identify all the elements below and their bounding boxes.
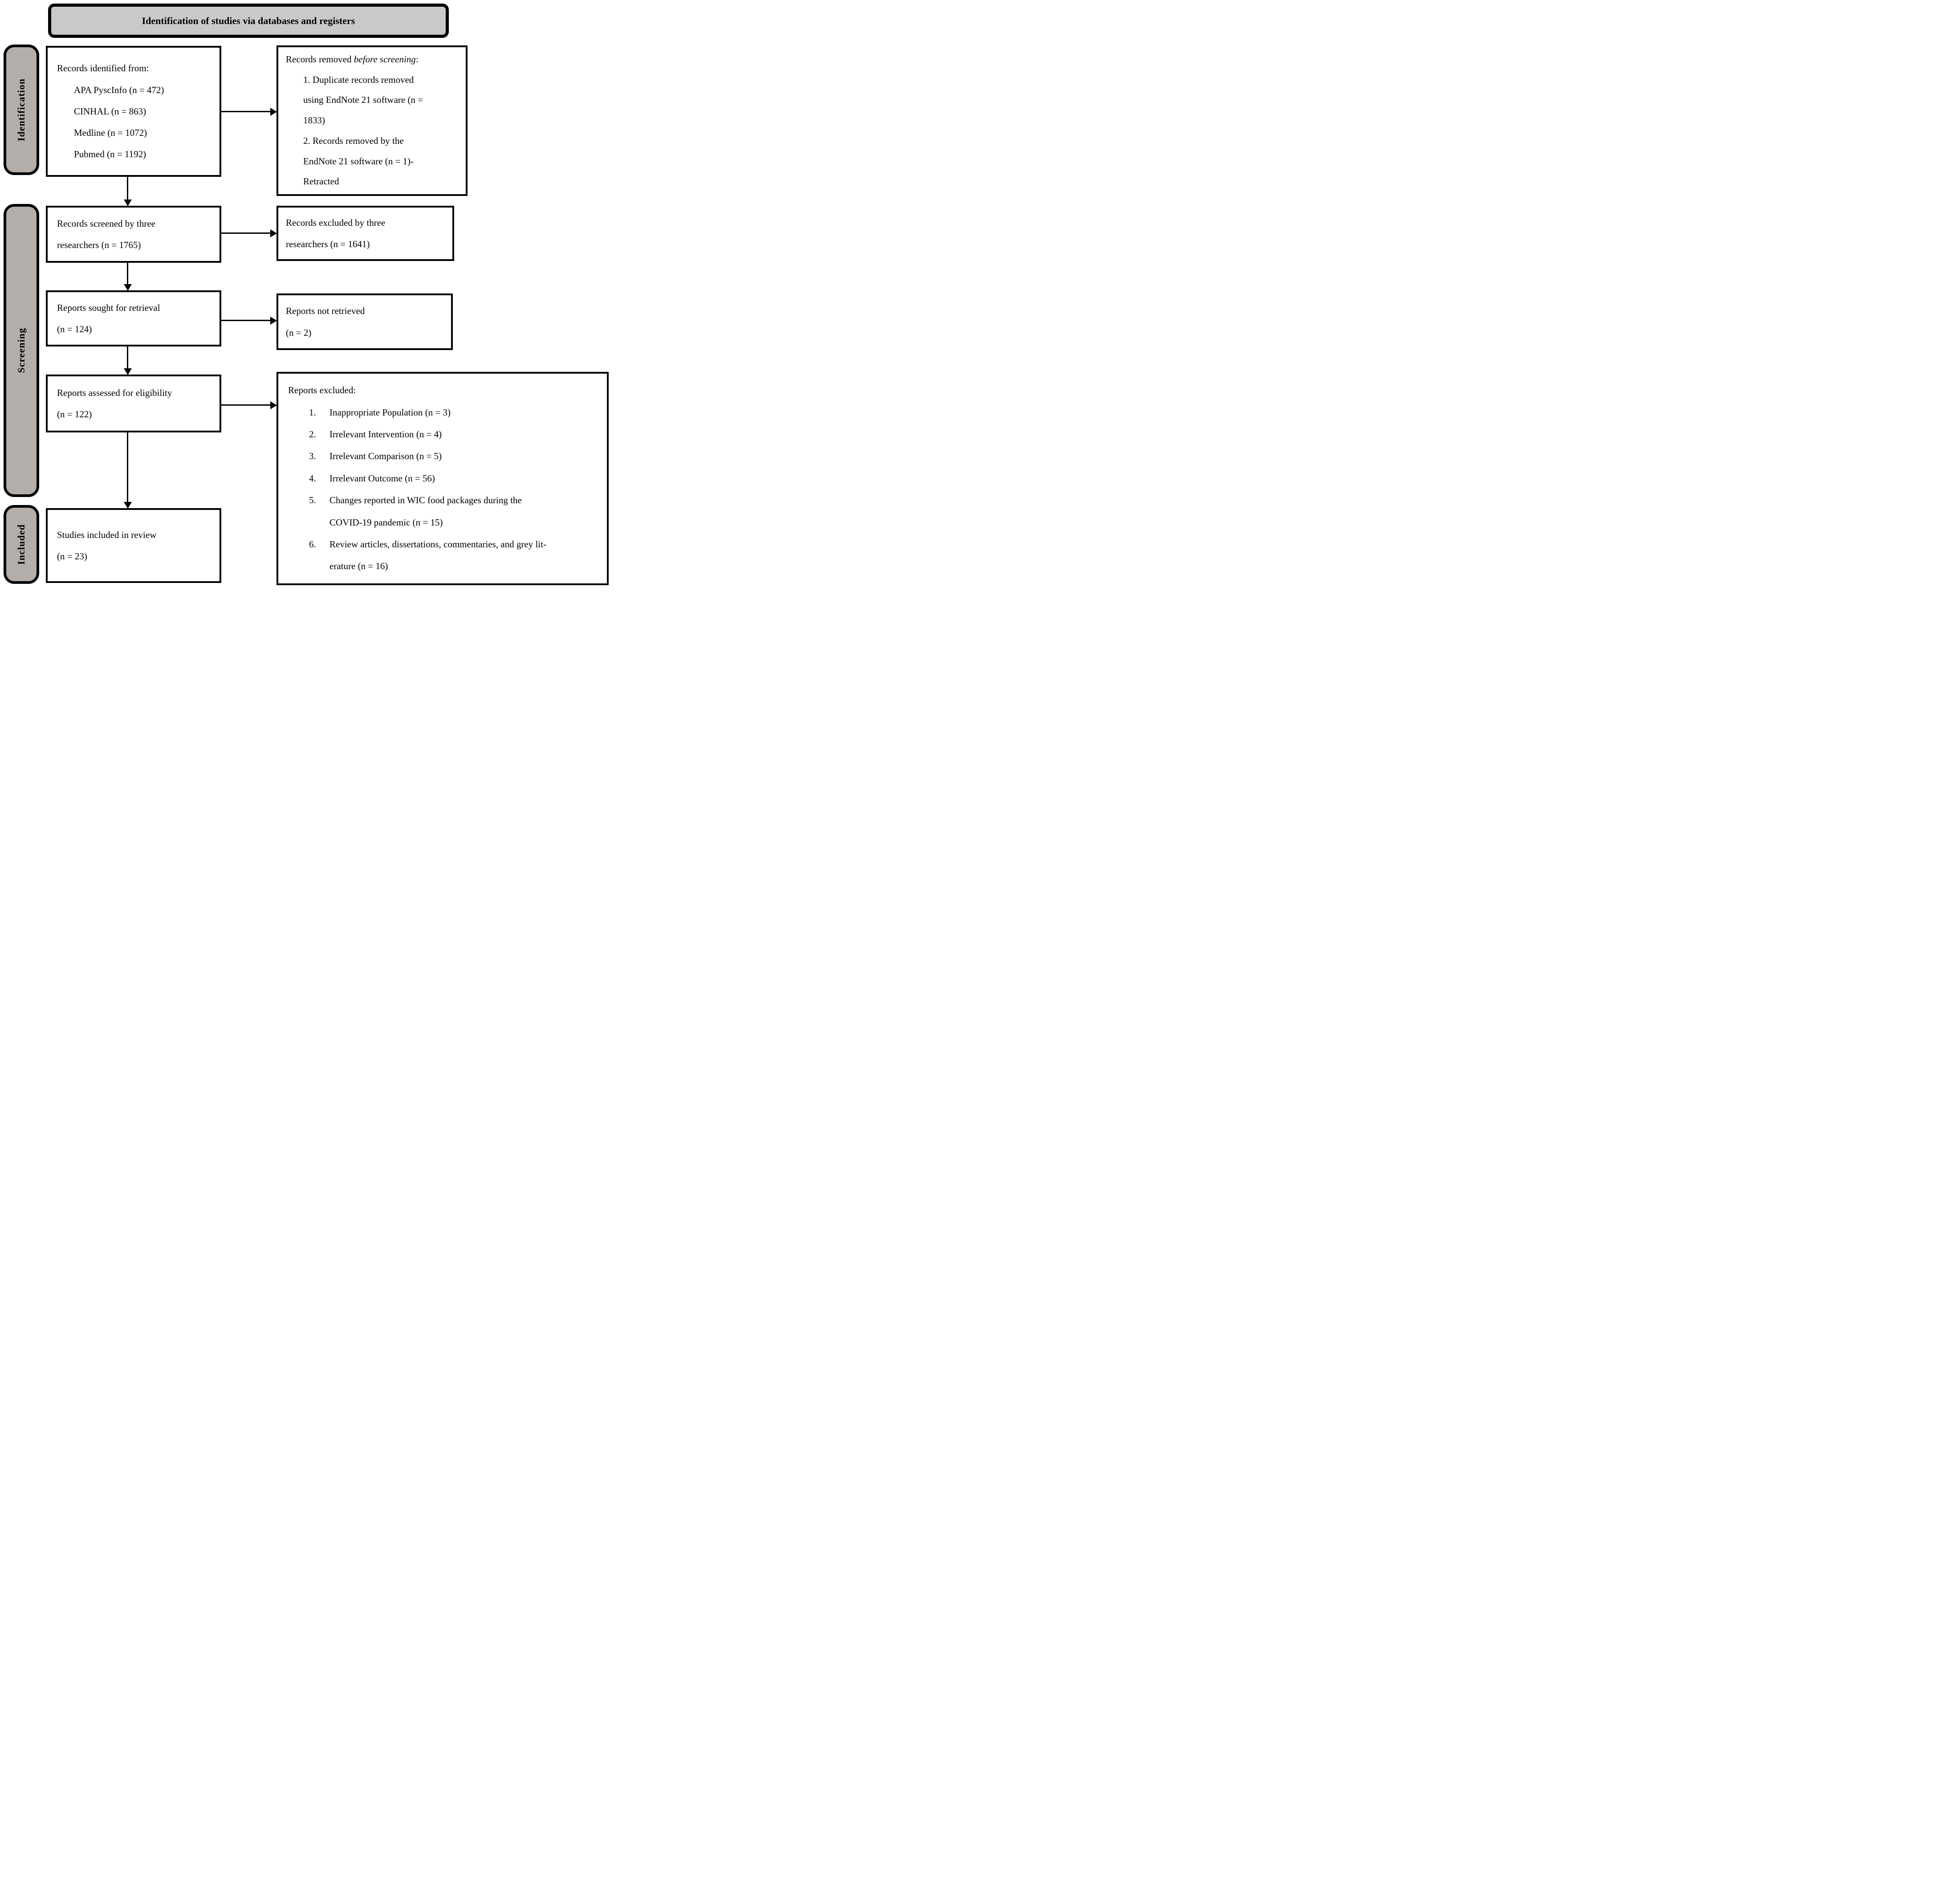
stage-label-identification: Identification [4, 45, 39, 175]
excluded-item-outcome: 4. Irrelevant Outcome (n = 56) [288, 468, 600, 489]
excluded-item-3-text: Irrelevant Comparison (n = 5) [329, 451, 442, 462]
excluded-item-comparison: 3. Irrelevant Comparison (n = 5) [288, 445, 600, 467]
stage-label-screening: Screening [4, 204, 39, 497]
stage-label-identification-text: Identification [16, 78, 27, 142]
arrow-assessed-to-included [127, 432, 128, 502]
box-reports-assessed: Reports assessed for eligibility (n = 12… [46, 375, 221, 432]
excluded-item-population: 1. Inappropriate Population (n = 3) [288, 402, 600, 424]
box-reports-not-retrieved: Reports not retrieved (n = 2) [277, 293, 453, 350]
removed-item-duplicates: 1. Duplicate records removed using EndNo… [303, 74, 423, 126]
removed-item-retracted: 2. Records removed by the EndNote 21 sof… [303, 135, 414, 187]
stage-label-included: Included [4, 505, 39, 584]
excluded-item-2-number: 2. [309, 429, 316, 440]
records-screened-text: Records screened by three researchers (n… [57, 218, 155, 250]
excluded-item-intervention: 2. Irrelevant Intervention (n = 4) [288, 424, 600, 445]
box-studies-included: Studies included in review (n = 23) [46, 508, 221, 583]
excluded-item-2-text: Irrelevant Intervention (n = 4) [329, 429, 442, 440]
excluded-item-6-number: 6. [309, 538, 316, 550]
excluded-item-5-text: Changes reported in WIC food packages du… [329, 495, 522, 528]
arrow-screened-to-excluded [221, 232, 270, 234]
excluded-item-5-number: 5. [309, 495, 316, 506]
prisma-flow-diagram: Identification of studies via databases … [0, 0, 613, 587]
source-cinhal: CINHAL (n = 863) [74, 106, 146, 117]
excluded-item-1-number: 1. [309, 407, 316, 418]
excluded-item-grey-literature: 6. Review articles, dissertations, comme… [288, 534, 600, 578]
records-removed-heading: Records removed before screening: [286, 49, 461, 70]
box-records-excluded: Records excluded by three researchers (n… [277, 206, 454, 261]
box-records-identified: Records identified from: APA PyscInfo (n… [46, 46, 221, 177]
source-apa-pyscinfo: APA PyscInfo (n = 472) [74, 84, 164, 95]
arrow-sought-to-not-retrieved [221, 320, 270, 321]
excluded-item-1-text: Inappropriate Population (n = 3) [329, 407, 451, 418]
excluded-item-wic-changes: 5. Changes reported in WIC food packages… [288, 489, 600, 534]
arrow-assessed-to-excluded [221, 404, 270, 406]
box-records-screened: Records screened by three researchers (n… [46, 206, 221, 263]
box-reports-sought: Reports sought for retrieval (n = 124) [46, 290, 221, 346]
records-removed-heading-italic: before screening [354, 53, 416, 65]
reports-excluded-heading: Reports excluded: [288, 385, 356, 396]
excluded-item-4-text: Irrelevant Outcome (n = 56) [329, 473, 435, 484]
reports-assessed-text: Reports assessed for eligibility (n = 12… [57, 387, 172, 420]
arrow-identified-to-screened [127, 177, 128, 200]
records-identified-heading: Records identified from: [57, 63, 149, 74]
stage-label-included-text: Included [16, 524, 27, 565]
diagram-title: Identification of studies via databases … [142, 15, 355, 26]
box-reports-excluded: Reports excluded: 1. Inappropriate Popul… [277, 372, 609, 585]
reports-not-retrieved-text: Reports not retrieved (n = 2) [286, 306, 365, 338]
arrow-identified-to-removed [221, 111, 270, 112]
records-excluded-text: Records excluded by three researchers (n… [286, 217, 386, 249]
arrow-sought-to-assessed [127, 346, 128, 368]
studies-included-text: Studies included in review (n = 23) [57, 529, 157, 562]
records-removed-heading-suffix: : [415, 53, 419, 65]
stage-label-screening-text: Screening [16, 328, 27, 373]
excluded-item-4-number: 4. [309, 473, 316, 484]
source-pubmed: Pubmed (n = 1192) [74, 149, 146, 160]
excluded-item-3-number: 3. [309, 451, 316, 462]
arrow-screened-to-sought [127, 263, 128, 284]
title-banner: Identification of studies via databases … [48, 4, 449, 38]
source-medline: Medline (n = 1072) [74, 127, 147, 139]
records-removed-heading-prefix: Records removed [286, 53, 354, 65]
box-records-removed-before-screening: Records removed before screening: 1. Dup… [277, 45, 468, 196]
excluded-item-6-text: Review articles, dissertations, commenta… [329, 538, 546, 572]
reports-sought-text: Reports sought for retrieval (n = 124) [57, 302, 160, 334]
